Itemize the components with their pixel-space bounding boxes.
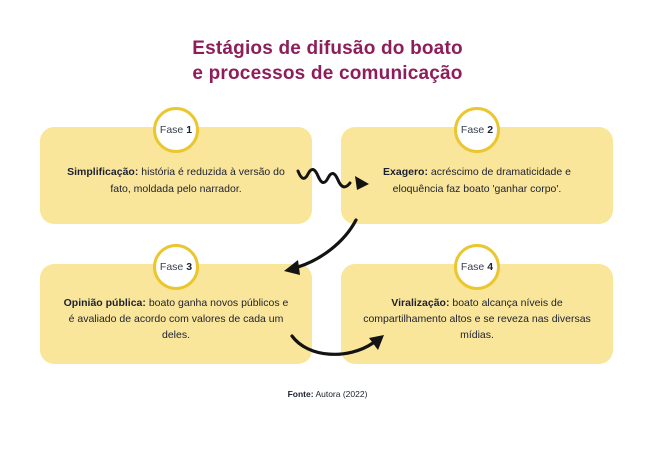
- phase-3-badge: Fase 3: [153, 244, 199, 290]
- phase-2-text: Exagero: acréscimo de dramaticidade e el…: [341, 146, 613, 205]
- phase-4-term: Viralização:: [391, 296, 450, 309]
- source-text: Autora (2022): [315, 389, 368, 399]
- page-title: Estágios de difusão do boato e processos…: [0, 36, 655, 86]
- phase-box-3: Opinião pública: boato ganha novos públi…: [40, 264, 312, 364]
- phase-1-description: história é reduzida à versão do fato, mo…: [110, 166, 285, 195]
- phase-3-badge-label: Fase: [159, 261, 184, 273]
- phase-1-badge-label: Fase: [159, 124, 184, 136]
- phase-4-description: boato alcança níveis de compartilhamento…: [363, 296, 591, 342]
- page-title-line1: Estágios de difusão do boato: [192, 38, 463, 59]
- phase-2-description: acréscimo de dramaticidade e eloquência …: [392, 166, 571, 195]
- phase-3-term: Opinião pública:: [63, 296, 146, 309]
- phase-2-term: Exagero:: [383, 166, 428, 179]
- page-title-line2: e processos de comunicação: [192, 63, 463, 85]
- phase-4-badge-number: 4: [487, 261, 494, 273]
- phase-3-text: Opinião pública: boato ganha novos públi…: [40, 277, 312, 352]
- phase-2-badge: Fase 2: [454, 107, 500, 153]
- phase-4-text: Viralização: boato alcança níveis de com…: [341, 277, 613, 352]
- source-label: Fonte:: [287, 389, 314, 399]
- phase-1-badge: Fase 1: [153, 107, 199, 153]
- phase-2-badge-number: 2: [487, 124, 494, 136]
- phase-4-badge-label: Fase: [460, 261, 485, 273]
- phase-1-text: Simplificação: história é reduzida à ver…: [40, 146, 312, 205]
- phase-3-description: boato ganha novos públicos e é avaliado …: [68, 296, 289, 342]
- phase-2-badge-label: Fase: [460, 124, 485, 136]
- phase-3-badge-number: 3: [186, 261, 193, 273]
- phase-1-term: Simplificação:: [67, 166, 139, 179]
- source-note: Fonte: Autora (2022): [0, 389, 655, 399]
- phase-1-badge-number: 1: [186, 124, 193, 136]
- phase-4-badge: Fase 4: [454, 244, 500, 290]
